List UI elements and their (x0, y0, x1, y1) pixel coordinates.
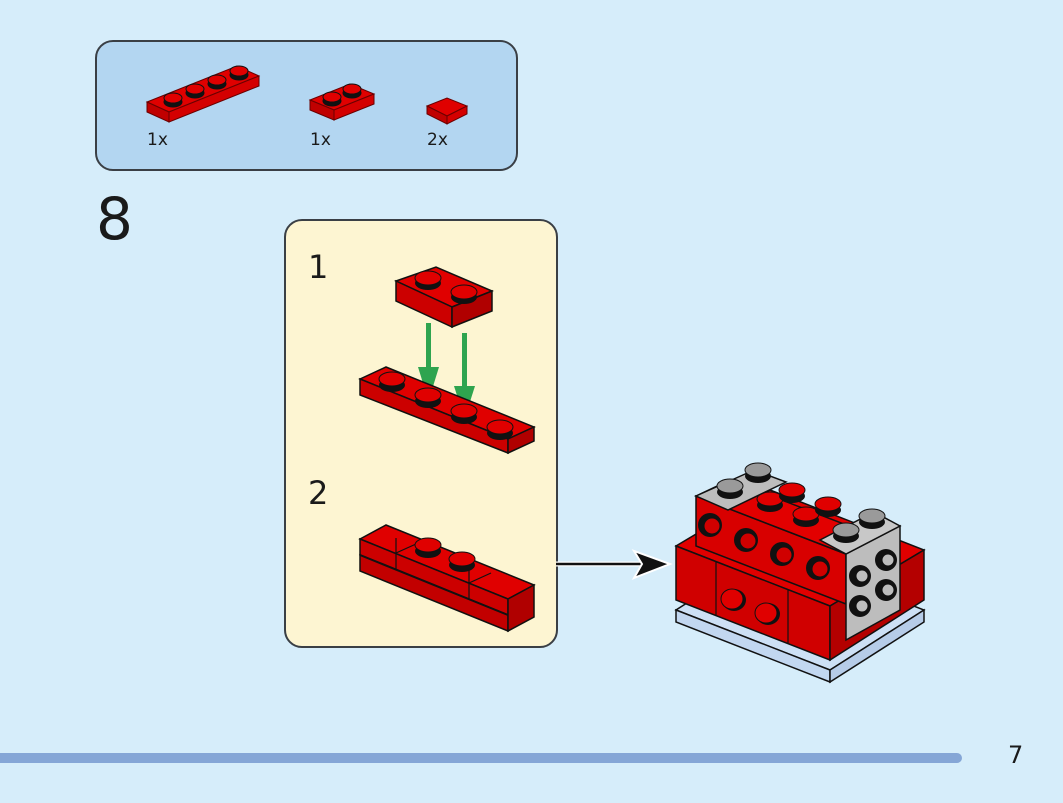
progress-bar (0, 753, 962, 763)
assembled-plate-icon (358, 524, 536, 633)
tile-1x1-icon (425, 97, 469, 125)
part-quantity: 1x (310, 130, 331, 150)
step-number: 8 (96, 185, 133, 253)
page-number: 7 (1008, 741, 1024, 769)
model-upper-icon (694, 462, 902, 642)
substep-number: 2 (308, 474, 329, 512)
parts-list-box: 1x 1x 2x (95, 40, 518, 171)
substep-2-illustration (358, 524, 536, 633)
substep-box: 1 2 (284, 219, 558, 648)
plate-1x2-icon (308, 83, 376, 121)
plate-1x4-icon (358, 366, 536, 455)
substep-1-illustration (358, 266, 536, 455)
plate-1x2-icon (394, 266, 494, 329)
plate-1x4-icon (145, 65, 261, 123)
part-quantity: 2x (427, 130, 448, 150)
result-model-illustration (674, 462, 926, 684)
attach-arrow-icon (556, 549, 673, 580)
substep-number: 1 (308, 248, 329, 286)
part-quantity: 1x (147, 130, 168, 150)
